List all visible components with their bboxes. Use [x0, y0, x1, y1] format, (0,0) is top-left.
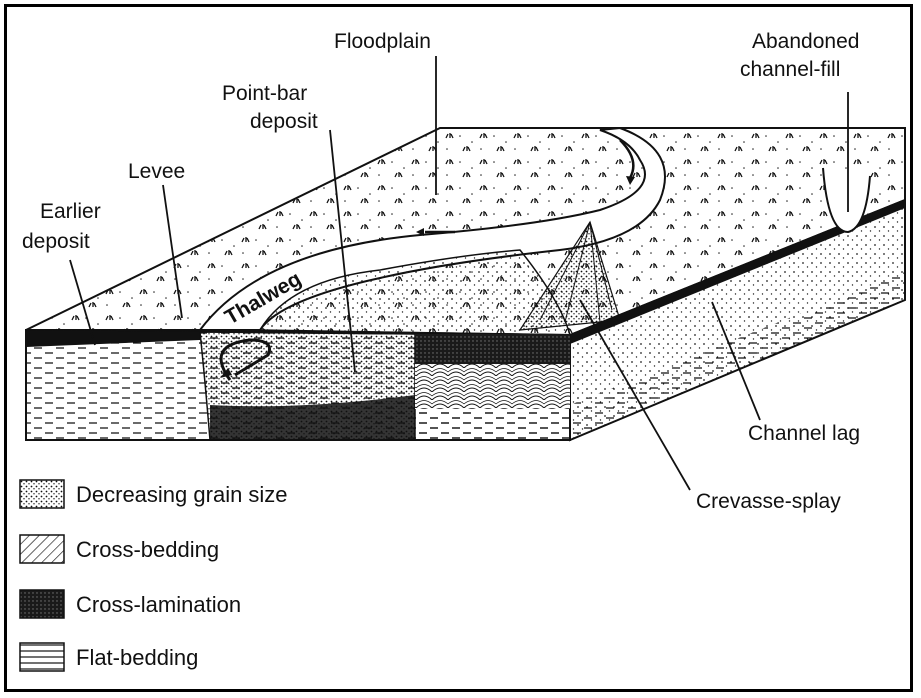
legend-swatch-hatch [20, 535, 64, 563]
legend-swatch-graded [20, 480, 64, 508]
legend-label: Cross-bedding [76, 537, 219, 562]
label-levee: Levee [128, 160, 185, 183]
label-earlier-2: deposit [22, 230, 90, 253]
label-pointbar-1: Point-bar [222, 82, 307, 105]
flat-bedding-section [415, 409, 570, 440]
legend-label: Decreasing grain size [76, 482, 288, 507]
label-floodplain: Floodplain [334, 30, 431, 53]
legend-swatch-flat [20, 643, 64, 671]
legend-swatch-dark [20, 590, 64, 618]
label-earlier-1: Earlier [40, 200, 101, 223]
legend-label: Flat-bedding [76, 645, 198, 670]
label-crevasse-splay: Crevasse-splay [696, 490, 841, 513]
label-abandoned-1: Abandoned [752, 30, 859, 53]
legend-label: Cross-lamination [76, 592, 241, 617]
label-abandoned-2: channel-fill [740, 58, 840, 81]
label-pointbar-2: deposit [250, 110, 318, 133]
legend: Decreasing grain size Cross-bedding Cros… [20, 480, 288, 671]
cross-lamination-section [415, 334, 570, 364]
label-channel-lag: Channel lag [748, 422, 860, 445]
cross-bedding-section [415, 364, 570, 409]
